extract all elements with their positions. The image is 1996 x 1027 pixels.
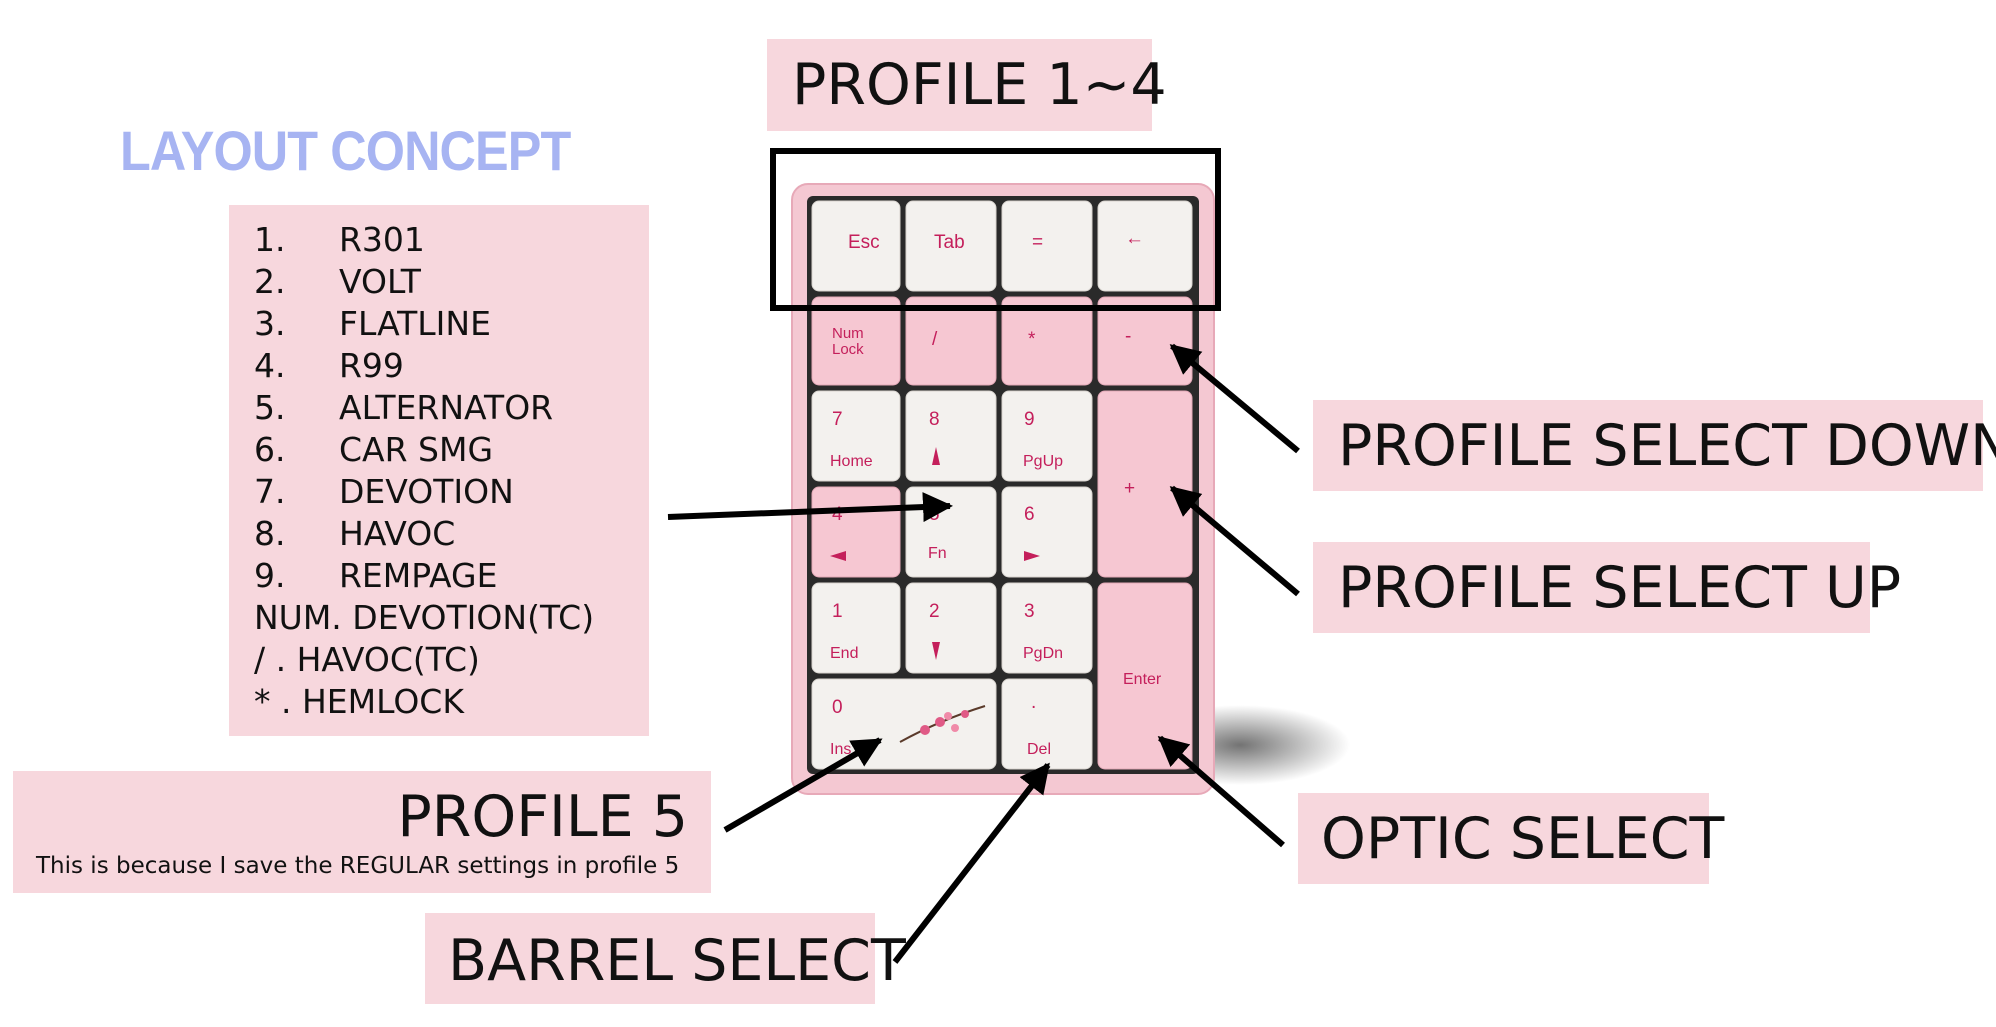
key-numlock-legend-1: Num <box>832 325 864 342</box>
cherry-blossom-icon <box>899 705 986 743</box>
key-1[interactable]: 1 End <box>811 582 901 674</box>
key-numlock-legend-2: Lock <box>832 341 864 358</box>
key-home-legend: Home <box>830 453 873 470</box>
key-4[interactable]: 4 <box>811 486 901 578</box>
profile-5-arrow <box>723 737 883 833</box>
key-minus[interactable]: - <box>1097 296 1193 386</box>
key-end-legend: End <box>830 645 858 662</box>
profile-select-down-label: PROFILE SELECT DOWN <box>1313 400 1996 491</box>
key-pgup-legend: PgUp <box>1023 453 1063 470</box>
key-8-legend: 8 <box>929 409 940 430</box>
key-asterisk[interactable]: * <box>1001 296 1093 386</box>
key-enter-legend: Enter <box>1123 671 1162 688</box>
layout-list-item: 9.REMPAGE <box>254 556 498 595</box>
layout-list-box: 1.R301 2.VOLT 3.FLATLINE 4.R99 5.ALTERNA… <box>229 205 649 736</box>
key-asterisk-legend: * <box>1028 329 1036 350</box>
layout-extra-item: / . HAVOC(TC) <box>254 640 480 679</box>
key-numlock[interactable]: Num Lock <box>811 296 901 386</box>
layout-extra-item: NUM. DEVOTION(TC) <box>254 598 595 637</box>
key-7[interactable]: 7 Home <box>811 390 901 482</box>
key-plus[interactable]: + <box>1097 390 1193 578</box>
key-plus-legend: + <box>1124 478 1135 499</box>
layout-list-item: 6.CAR SMG <box>254 430 494 469</box>
key-esc[interactable]: Esc <box>811 200 901 292</box>
key-6[interactable]: 6 <box>1001 486 1093 578</box>
profile-select-down-arrow <box>1169 343 1300 454</box>
left-arrow-icon <box>830 551 846 561</box>
optic-select-label: OPTIC SELECT <box>1298 793 1724 884</box>
key-9-legend: 9 <box>1024 409 1035 430</box>
key-tab[interactable]: Tab <box>905 200 997 292</box>
key-equals-legend: = <box>1032 232 1043 253</box>
layout-list-item: 8.HAVOC <box>254 514 456 553</box>
layout-concept-title: LAYOUT CONCEPT <box>120 119 571 182</box>
profile-row-highlight <box>770 148 1221 311</box>
layout-list-item: 2.VOLT <box>254 262 421 301</box>
key-6-legend: 6 <box>1024 504 1035 525</box>
barrel-select-label: BARREL SELECT <box>425 913 906 1004</box>
key-backspace[interactable]: ← <box>1097 200 1193 292</box>
barrel-select-arrow <box>892 762 1051 964</box>
key-9[interactable]: 9 PgUp <box>1001 390 1093 482</box>
layout-extra-item: * . HEMLOCK <box>254 682 464 721</box>
layout-list-item: 7.DEVOTION <box>254 472 514 511</box>
up-arrow-icon <box>932 447 940 465</box>
profile-5-note: This is because I save the REGULAR setti… <box>36 853 680 879</box>
key-dot-legend: . <box>1031 692 1036 713</box>
layout-arrow <box>667 492 953 523</box>
layout-list-item: 4.R99 <box>254 346 404 385</box>
key-ins-legend: Ins <box>830 741 851 758</box>
key-tab-legend: Tab <box>934 232 965 253</box>
backspace-arrow-icon: ← <box>1125 228 1144 249</box>
key-fn-legend: Fn <box>928 545 947 562</box>
optic-select-arrow <box>1157 735 1285 848</box>
key-del-legend: Del <box>1027 741 1051 758</box>
key-4-legend: 4 <box>832 504 843 525</box>
key-3-legend: 3 <box>1024 601 1035 622</box>
profile-1-4-label: PROFILE 1~4 <box>767 39 1167 131</box>
layout-list-item: 1.R301 <box>254 220 425 259</box>
layout-list-item: 3.FLATLINE <box>254 304 491 343</box>
profile-select-up-label: PROFILE SELECT UP <box>1313 542 1901 633</box>
key-7-legend: 7 <box>832 409 843 430</box>
right-arrow-icon <box>1024 551 1040 561</box>
key-0[interactable]: 0 Ins <box>811 678 997 770</box>
profile-select-up-arrow <box>1169 485 1300 597</box>
key-3[interactable]: 3 PgDn <box>1001 582 1093 674</box>
key-enter[interactable]: Enter <box>1097 582 1193 770</box>
key-minus-legend: - <box>1125 326 1131 347</box>
down-arrow-icon <box>932 642 940 660</box>
key-dot[interactable]: . Del <box>1001 678 1093 770</box>
key-equals[interactable]: = <box>1001 200 1093 292</box>
key-2[interactable]: 2 <box>905 582 997 674</box>
key-8[interactable]: 8 <box>905 390 997 482</box>
key-slash-legend: / <box>932 329 938 350</box>
profile-5-box: PROFILE 5 This is because I save the REG… <box>13 771 711 893</box>
key-slash[interactable]: / <box>905 296 997 386</box>
key-5[interactable]: 5 Fn <box>905 486 997 578</box>
profile-5-label: PROFILE 5 <box>397 784 688 850</box>
key-pgdn-legend: PgDn <box>1023 645 1063 662</box>
key-1-legend: 1 <box>832 601 843 622</box>
key-esc-legend: Esc <box>848 232 880 253</box>
layout-list-item: 5.ALTERNATOR <box>254 388 554 427</box>
key-2-legend: 2 <box>929 601 940 622</box>
key-0-legend: 0 <box>832 697 843 718</box>
